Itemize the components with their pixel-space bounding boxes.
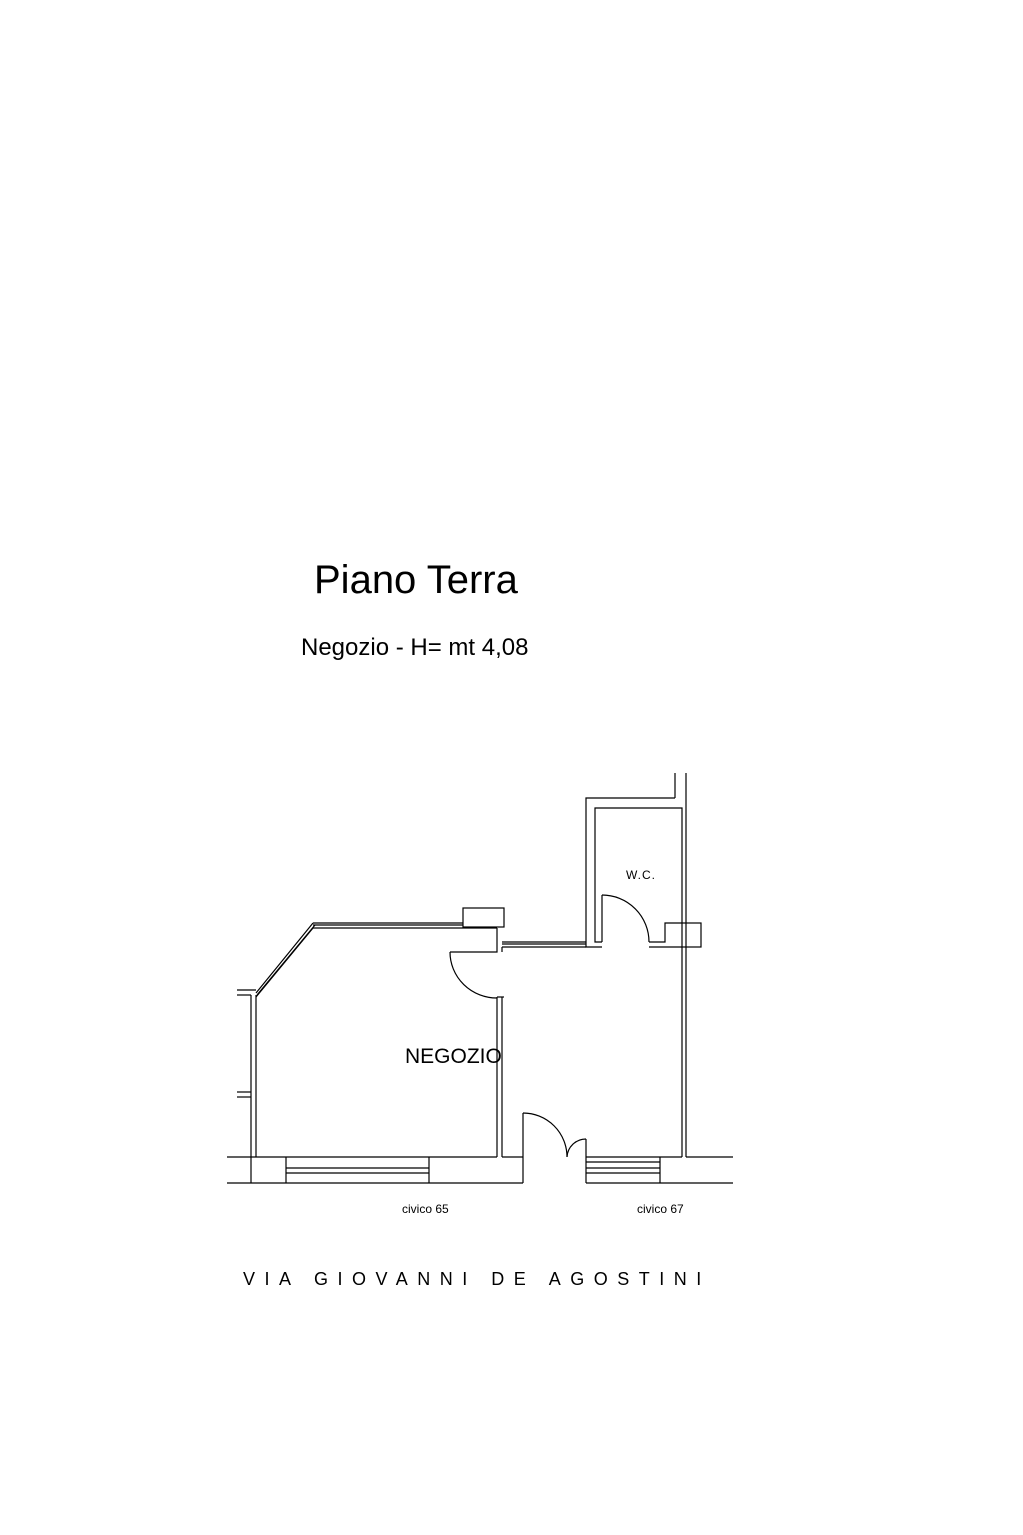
entrance-label-civico-65: civico 65 [402, 1202, 449, 1216]
plan-title: Piano Terra [314, 558, 518, 602]
street-name: VIA GIOVANNI DE AGOSTINI [243, 1269, 711, 1289]
entrance-label-civico-67: civico 67 [637, 1202, 684, 1216]
pillar [681, 922, 702, 948]
wc-door-swing [601, 894, 650, 943]
wall [649, 922, 682, 943]
room-label-negozio: NEGOZIO [405, 1045, 502, 1068]
plan-subtitle: Negozio - H= mt 4,08 [301, 634, 529, 661]
window [255, 927, 314, 998]
room-label-wc: W.C. [626, 868, 656, 882]
entrance-door-swing [566, 1138, 587, 1158]
wall [450, 928, 498, 953]
entrance-door-swing [522, 1112, 568, 1158]
door-swing [449, 951, 498, 999]
wc-inner-wall [594, 807, 683, 943]
wc-outer-wall [585, 797, 675, 948]
pillar [462, 907, 505, 928]
window [255, 922, 314, 994]
